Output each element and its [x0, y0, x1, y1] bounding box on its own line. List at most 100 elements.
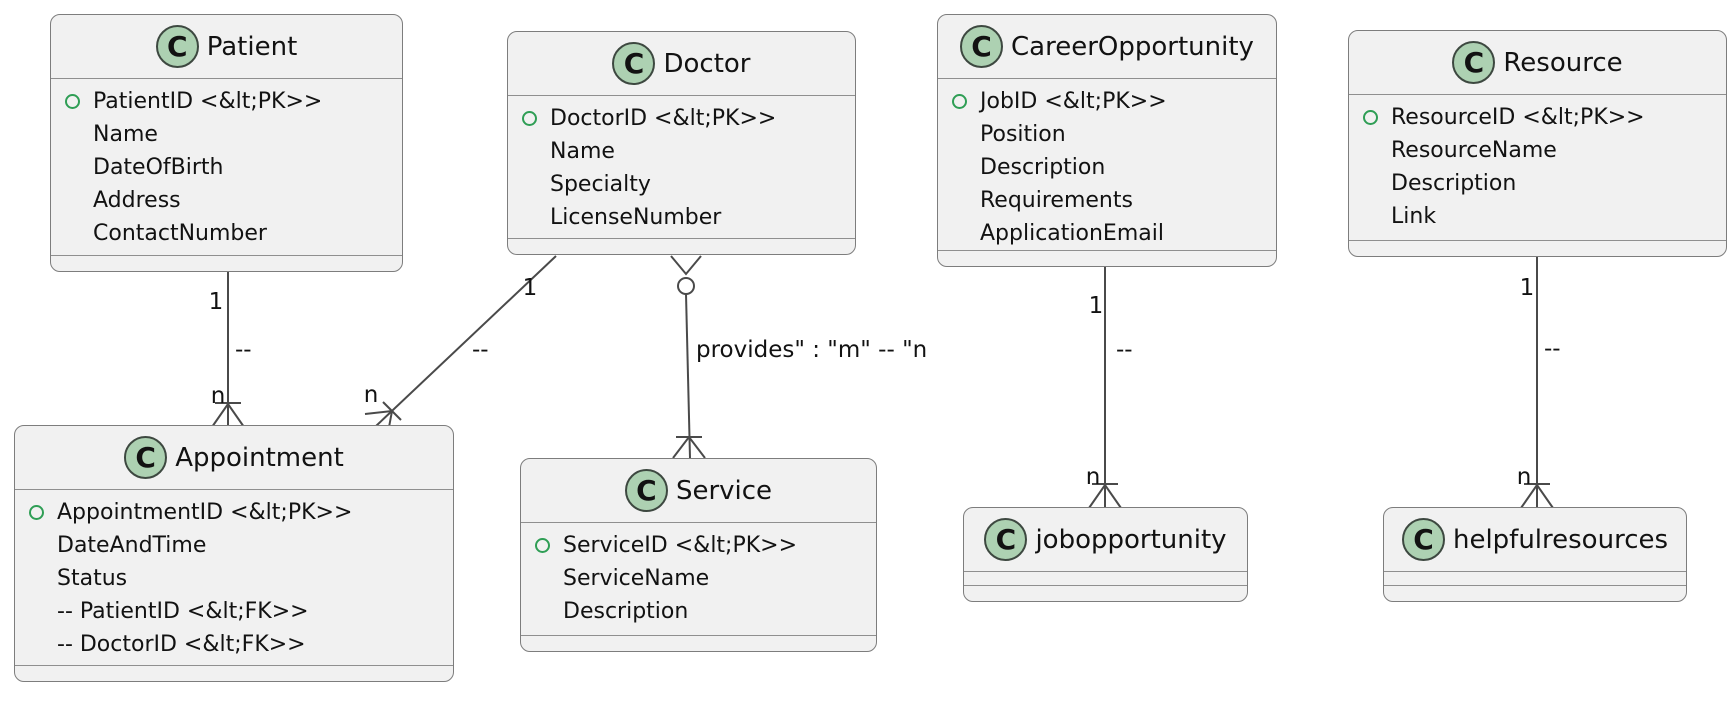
class-icon: C — [124, 436, 168, 479]
attribute-row: ServiceName — [535, 562, 868, 595]
class-name: jobopportunity — [1035, 524, 1227, 555]
attribute-text: Specialty — [550, 172, 651, 197]
class-methods — [521, 635, 876, 651]
field-visibility-icon — [65, 94, 80, 109]
attribute-text: Position — [980, 122, 1066, 147]
relation-dash-label: -- — [1544, 336, 1561, 362]
multiplicity-label: n — [1516, 464, 1532, 490]
class-careeropportunity: C CareerOpportunity JobID <&lt;PK>> Posit… — [937, 14, 1277, 267]
multiplicity-label: 1 — [1519, 275, 1535, 301]
class-title: C CareerOpportunity — [938, 15, 1276, 79]
class-icon: C — [960, 25, 1004, 68]
class-attributes — [1384, 572, 1686, 585]
attribute-text: LicenseNumber — [550, 205, 722, 230]
field-visibility-icon — [535, 538, 550, 553]
attribute-row: Name — [65, 118, 394, 151]
attribute-text: Link — [1391, 204, 1437, 229]
attribute-text: Status — [57, 566, 128, 591]
class-methods — [51, 255, 402, 271]
class-jobopportunity: C jobopportunity — [963, 507, 1248, 602]
attribute-text: Description — [980, 155, 1106, 180]
class-icon: C — [612, 42, 656, 85]
attribute-row: Description — [1363, 167, 1718, 200]
attribute-text: DateAndTime — [57, 533, 207, 558]
class-name: Service — [675, 475, 773, 506]
attribute-text: ApplicationEmail — [980, 221, 1164, 246]
class-icon: C — [984, 518, 1028, 561]
class-icon: C — [1401, 518, 1445, 561]
attribute-text: ServiceName — [563, 566, 710, 591]
attribute-text: -- DoctorID <&lt;FK>> — [57, 632, 306, 657]
relation-doctor-service — [670, 255, 706, 459]
class-name: CareerOpportunity — [1011, 31, 1254, 62]
attribute-text: PatientID <&lt;PK>> — [93, 89, 323, 114]
attribute-row: ResourceName — [1363, 134, 1718, 167]
class-methods — [964, 585, 1247, 601]
field-visibility-icon — [522, 111, 537, 126]
attribute-row: DoctorID <&lt;PK>> — [522, 102, 847, 135]
multiplicity-label: n — [363, 382, 379, 408]
attribute-row: LicenseNumber — [522, 201, 847, 234]
attribute-text: AppointmentID <&lt;PK>> — [57, 500, 353, 525]
attribute-row: -- DoctorID <&lt;FK>> — [29, 628, 445, 661]
attribute-row: Name — [522, 135, 847, 168]
relation-patient-appointment — [211, 272, 245, 428]
class-name: helpfulresources — [1452, 524, 1669, 555]
relation-dash-label: -- — [1116, 337, 1133, 363]
attribute-text: -- PatientID <&lt;FK>> — [57, 599, 309, 624]
field-visibility-icon — [1363, 110, 1378, 125]
multiplicity-label: n — [210, 383, 226, 409]
class-name: Appointment — [175, 442, 344, 473]
attribute-text: Requirements — [980, 188, 1133, 213]
attribute-row: Status — [29, 562, 445, 595]
attribute-text: DateOfBirth — [93, 155, 224, 180]
class-title: C Appointment — [15, 426, 453, 490]
attribute-text: Description — [1391, 171, 1517, 196]
relation-careeropportunity-jobopportunity — [1088, 267, 1122, 509]
class-attributes — [964, 572, 1247, 585]
attribute-text: ResourceID <&lt;PK>> — [1391, 105, 1645, 130]
attribute-text: ServiceID <&lt;PK>> — [563, 533, 798, 558]
attribute-row: Description — [535, 595, 868, 628]
class-title: C Patient — [51, 15, 402, 79]
attribute-text: Description — [563, 599, 689, 624]
attribute-row: JobID <&lt;PK>> — [952, 85, 1268, 118]
attribute-row: ApplicationEmail — [952, 217, 1268, 250]
attribute-row: ContactNumber — [65, 217, 394, 250]
class-name: Patient — [206, 31, 298, 62]
attribute-row: Description — [952, 151, 1268, 184]
attribute-row: ResourceID <&lt;PK>> — [1363, 101, 1718, 134]
relation-name-label: provides" : "m" -- "n — [696, 337, 928, 363]
multiplicity-label: 1 — [522, 275, 538, 301]
class-name: Doctor — [663, 48, 751, 79]
class-methods — [1384, 585, 1686, 601]
class-methods — [15, 665, 453, 681]
field-visibility-icon — [952, 94, 967, 109]
multiplicity-label: 1 — [1088, 293, 1104, 319]
class-methods — [938, 250, 1276, 266]
class-title: C helpfulresources — [1384, 508, 1686, 572]
class-service: C Service ServiceID <&lt;PK>>ServiceName… — [520, 458, 877, 652]
attribute-row: Requirements — [952, 184, 1268, 217]
class-icon: C — [1452, 41, 1496, 84]
attribute-row: DateOfBirth — [65, 151, 394, 184]
class-methods — [1349, 240, 1726, 256]
class-helpfulresources: C helpfulresources — [1383, 507, 1687, 602]
class-title: C Doctor — [508, 32, 855, 96]
attribute-row: Link — [1363, 200, 1718, 233]
class-name: Resource — [1503, 47, 1623, 78]
attribute-text: Name — [93, 122, 158, 147]
attribute-text: JobID <&lt;PK>> — [980, 89, 1167, 114]
attribute-text: ContactNumber — [93, 221, 267, 246]
relation-dash-label: -- — [235, 337, 252, 363]
class-appointment: C Appointment AppointmentID <&lt;PK>> Dat… — [14, 425, 454, 682]
attribute-row: -- PatientID <&lt;FK>> — [29, 595, 445, 628]
